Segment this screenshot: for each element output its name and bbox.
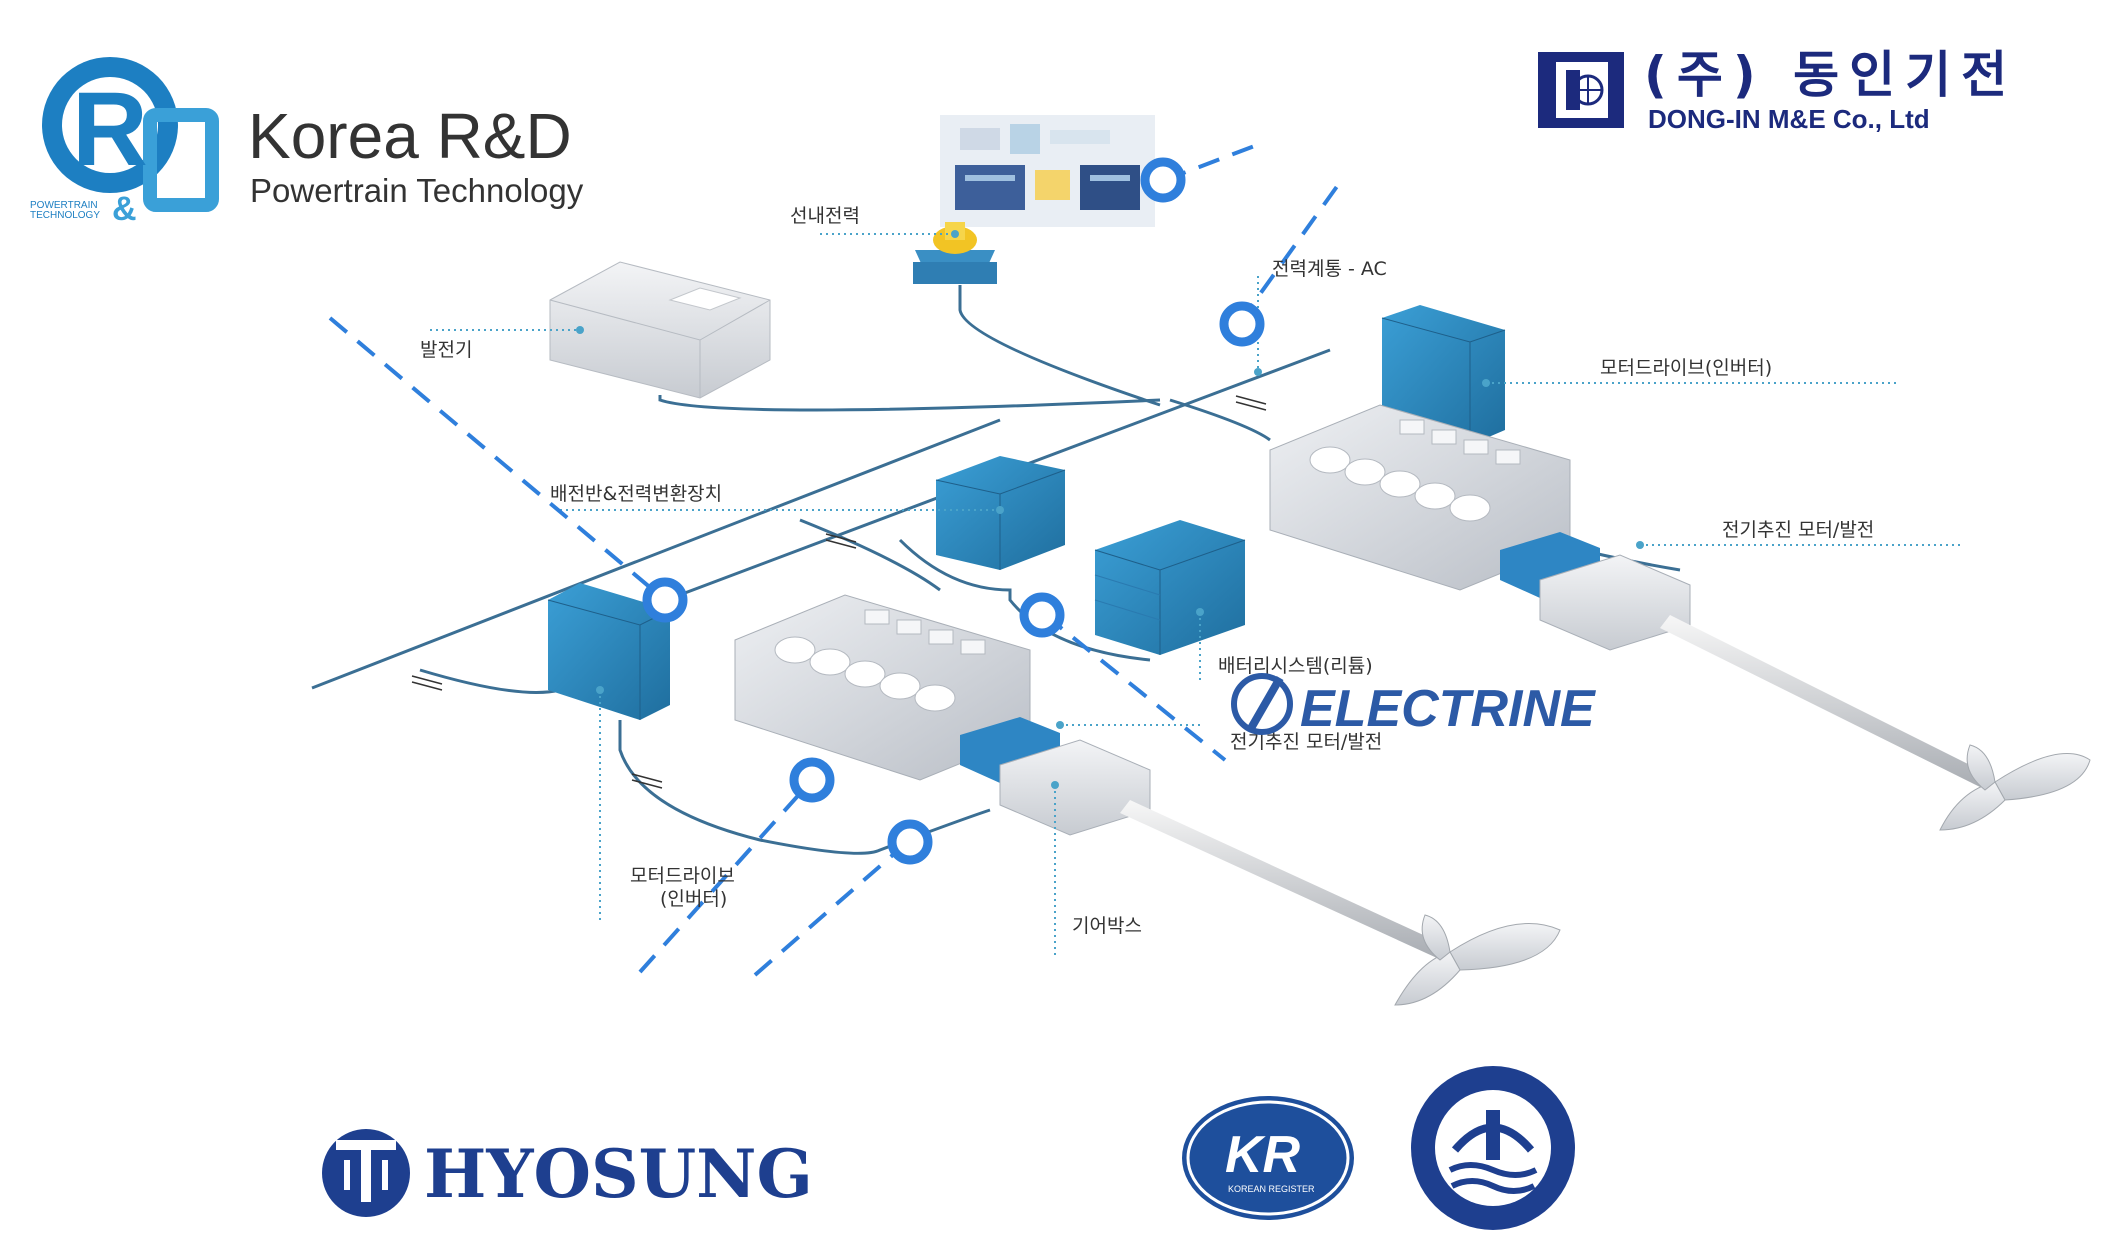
callout-ring-icon — [1219, 301, 1265, 347]
korea-rd-mark-small-1: POWERTRAIN — [30, 200, 98, 211]
right-motor-drive-cabinet — [1381, 305, 1506, 445]
label-battery: 배터리시스템(리튬) — [1218, 655, 1373, 677]
switchboard-link-line — [799, 518, 941, 592]
dongin-kr-name: (주) 동인기전 — [1644, 46, 2017, 104]
flow-arrow-icon — [1235, 395, 1267, 411]
generator-feed-line — [658, 395, 1161, 412]
korea-rd-title: Korea R&D — [248, 100, 572, 172]
korea-rd-mark-amp: & — [112, 190, 137, 228]
label-motor-drive-left-inverter: (인버터) — [660, 888, 727, 910]
leader-dots — [576, 230, 1644, 789]
korea-rd-mark-small-2: TECHNOLOGY — [30, 210, 100, 221]
callout-lines — [328, 140, 1340, 977]
korea-rd-logo: R POWERTRAIN TECHNOLOGY & Korea R&D Powe… — [30, 57, 584, 228]
electrine-name: ELECTRINE — [1300, 680, 1596, 738]
left-bus-extension — [419, 668, 561, 694]
korea-rd-mark-icon: R POWERTRAIN TECHNOLOGY & — [30, 57, 219, 228]
callout-ring-icon — [1019, 592, 1065, 638]
onboard-power-feed-line — [958, 285, 1161, 407]
left-propeller-icon — [1394, 914, 1561, 1006]
dongin-mark-icon — [1538, 52, 1624, 128]
right-propulsion-engine — [1269, 404, 2091, 831]
label-switchboard: 배전반&전력변환장치 — [550, 483, 722, 505]
dongin-logo: (주) 동인기전 DONG-IN M&E Co., Ltd — [1538, 46, 2017, 134]
onboard-power-thumbnail — [940, 115, 1155, 227]
korea-rd-mark-letter: R — [72, 71, 148, 188]
flow-arrow-icon — [825, 533, 857, 549]
kr-register-logo: KR KOREAN REGISTER — [1182, 1096, 1354, 1220]
flow-arrow-icon — [631, 773, 663, 789]
label-propulsion-motor-left: 전기추진 모터/발전 — [1230, 731, 1382, 753]
label-power-system-ac: 전력계통 - AC — [1272, 258, 1387, 280]
battery-cabinet — [1094, 520, 1246, 655]
hyosung-logo: HYOSUNG — [322, 1129, 813, 1217]
kr-register-subtitle: KOREAN REGISTER — [1228, 1184, 1315, 1194]
label-propulsion-motor-right: 전기추진 모터/발전 — [1722, 519, 1874, 541]
dongin-en-name: DONG-IN M&E Co., Ltd — [1648, 104, 1930, 134]
callout-ring-icon — [1140, 157, 1186, 203]
left-propulsion-engine — [734, 594, 1561, 1006]
hyosung-name: HYOSUNG — [424, 1135, 813, 1213]
kr-register-letters: KR — [1225, 1126, 1301, 1184]
label-motor-drive-left: 모터드라이브 — [630, 865, 735, 887]
callout-ring-icon — [887, 819, 933, 865]
label-generator: 발전기 — [420, 339, 472, 361]
flow-arrows — [411, 395, 1267, 789]
electrine-logo: ELECTRINE — [1231, 673, 1596, 738]
kmou-seal-icon — [1411, 1066, 1575, 1230]
flow-arrow-icon — [411, 675, 443, 691]
korea-rd-subtitle: Powertrain Technology — [250, 172, 584, 209]
label-motor-drive-right: 모터드라이브(인버터) — [1600, 357, 1772, 379]
lower-bus-line — [311, 418, 1001, 690]
right-drive-feed-line — [1169, 398, 1271, 442]
callout-ring-icon — [789, 757, 835, 803]
callout-rings — [642, 157, 1265, 865]
battery-feed-line — [898, 538, 1151, 662]
right-propeller-icon — [1939, 744, 2091, 831]
generator-icon — [549, 261, 771, 399]
left-drive-feed-line — [618, 720, 991, 855]
onboard-power-node-icon — [913, 222, 997, 284]
electrine-mark-icon — [1231, 673, 1293, 735]
label-onboard-power: 선내전력 — [790, 205, 860, 227]
hyosung-mark-icon — [322, 1129, 410, 1217]
label-gearbox: 기어박스 — [1072, 915, 1142, 937]
callout-ring-icon — [642, 577, 688, 623]
